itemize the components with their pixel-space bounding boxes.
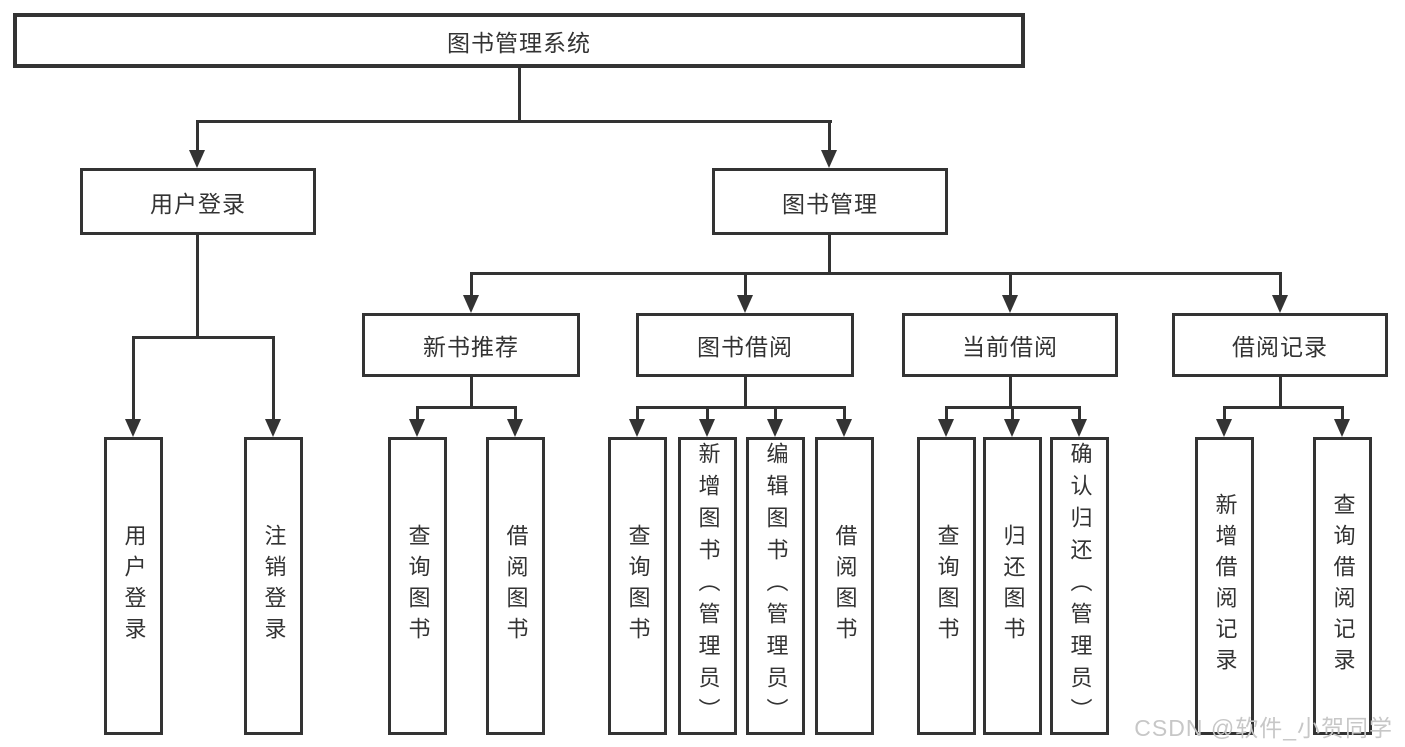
connector-book-mgmt-stub (828, 235, 831, 272)
connector-g4-rail (1223, 406, 1344, 409)
connector-stem (636, 406, 639, 421)
arrow-down-icon (737, 295, 753, 313)
leaf-query-books-1: 查询图书 (388, 437, 447, 735)
leaf-edit-book-admin-label: 编辑图书（管理员） (763, 442, 789, 730)
connector-stem (774, 406, 777, 421)
csdn-watermark: CSDN @软件_小贺同学 (1134, 715, 1393, 741)
connector-g2-rail (636, 406, 846, 409)
arrow-down-icon (1004, 419, 1020, 437)
arrow-down-icon (409, 419, 425, 437)
leaf-query-books-2-label: 查询图书 (625, 524, 651, 648)
arrow-down-icon (125, 419, 141, 437)
leaf-query-books-1-label: 查询图书 (405, 524, 431, 648)
connector-stem (514, 406, 517, 421)
connector-g3-stub (1009, 377, 1012, 406)
leaf-query-books-3: 查询图书 (917, 437, 976, 735)
node-user-login: 用户登录 (80, 168, 316, 235)
connector-stem (470, 272, 473, 297)
arrow-down-icon (1334, 419, 1350, 437)
arrow-down-icon (189, 150, 205, 168)
leaf-user-login: 用户登录 (104, 437, 163, 735)
arrow-down-icon (463, 295, 479, 313)
leaf-edit-book-admin: 编辑图书（管理员） (746, 437, 805, 735)
node-root-label: 图书管理系统 (447, 29, 591, 56)
arrow-down-icon (699, 419, 715, 437)
leaf-user-login-label: 用户登录 (121, 524, 147, 648)
connector-g1-stub (470, 377, 473, 406)
arrow-down-icon (767, 419, 783, 437)
node-book-management-label: 图书管理 (782, 190, 878, 217)
connector-stem (1078, 406, 1081, 421)
connector-stem (1341, 406, 1344, 421)
connector-stem (843, 406, 846, 421)
connector-g2-stub (744, 377, 747, 406)
connector-stem (272, 336, 275, 421)
connector-stem (945, 406, 948, 421)
node-current-borrow: 当前借阅 (902, 313, 1118, 377)
leaf-add-book-admin: 新增图书（管理员） (678, 437, 737, 735)
node-new-book-recommend: 新书推荐 (362, 313, 580, 377)
leaf-borrow-books-2-label: 借阅图书 (832, 524, 858, 648)
connector-stem (416, 406, 419, 421)
node-user-login-label: 用户登录 (150, 190, 246, 217)
arrow-down-icon (836, 419, 852, 437)
leaf-borrow-books-1-label: 借阅图书 (503, 524, 529, 648)
connector-stem (706, 406, 709, 421)
leaf-logout-label: 注销登录 (261, 524, 287, 648)
connector-stem (1011, 406, 1014, 421)
arrow-down-icon (938, 419, 954, 437)
node-borrow-records-label: 借阅记录 (1232, 334, 1328, 360)
leaf-logout: 注销登录 (244, 437, 303, 735)
leaf-query-books-2: 查询图书 (608, 437, 667, 735)
connector-user-login-stub (196, 235, 199, 336)
connector-l3-rail (470, 272, 1282, 275)
connector-g4-stub (1279, 377, 1282, 406)
arrow-down-icon (1216, 419, 1232, 437)
arrow-down-icon (1272, 295, 1288, 313)
leaf-query-borrow-record: 查询借阅记录 (1313, 437, 1372, 735)
connector-stem (1223, 406, 1226, 421)
connector-l2-rail (196, 120, 832, 123)
node-root: 图书管理系统 (13, 13, 1025, 68)
connector-stem (744, 272, 747, 297)
leaf-add-book-admin-label: 新增图书（管理员） (695, 442, 721, 730)
node-book-management: 图书管理 (712, 168, 948, 235)
leaf-add-borrow-record: 新增借阅记录 (1195, 437, 1254, 735)
leaf-query-borrow-record-label: 查询借阅记录 (1330, 493, 1356, 679)
connector-stem (828, 120, 831, 152)
node-new-book-recommend-label: 新书推荐 (423, 334, 519, 360)
leaf-confirm-return-admin: 确认归还（管理员） (1050, 437, 1109, 735)
node-borrow-records: 借阅记录 (1172, 313, 1388, 377)
connector-stem (1279, 272, 1282, 297)
connector-root-stub (518, 68, 521, 120)
leaf-query-books-3-label: 查询图书 (934, 524, 960, 648)
arrow-down-icon (629, 419, 645, 437)
leaf-borrow-books-2: 借阅图书 (815, 437, 874, 735)
connector-stem (196, 120, 199, 152)
arrow-down-icon (265, 419, 281, 437)
arrow-down-icon (1002, 295, 1018, 313)
leaf-return-books-label: 归还图书 (1000, 524, 1026, 648)
node-current-borrow-label: 当前借阅 (962, 334, 1058, 360)
leaf-confirm-return-admin-label: 确认归还（管理员） (1067, 442, 1093, 730)
connector-stem (132, 336, 135, 421)
arrow-down-icon (507, 419, 523, 437)
connector-user-login-rail (132, 336, 275, 339)
node-book-borrow-label: 图书借阅 (697, 334, 793, 360)
leaf-add-borrow-record-label: 新增借阅记录 (1212, 493, 1238, 679)
leaf-return-books: 归还图书 (983, 437, 1042, 735)
arrow-down-icon (821, 150, 837, 168)
node-book-borrow: 图书借阅 (636, 313, 854, 377)
connector-g1-rail (416, 406, 517, 409)
leaf-borrow-books-1: 借阅图书 (486, 437, 545, 735)
connector-stem (1009, 272, 1012, 297)
arrow-down-icon (1071, 419, 1087, 437)
